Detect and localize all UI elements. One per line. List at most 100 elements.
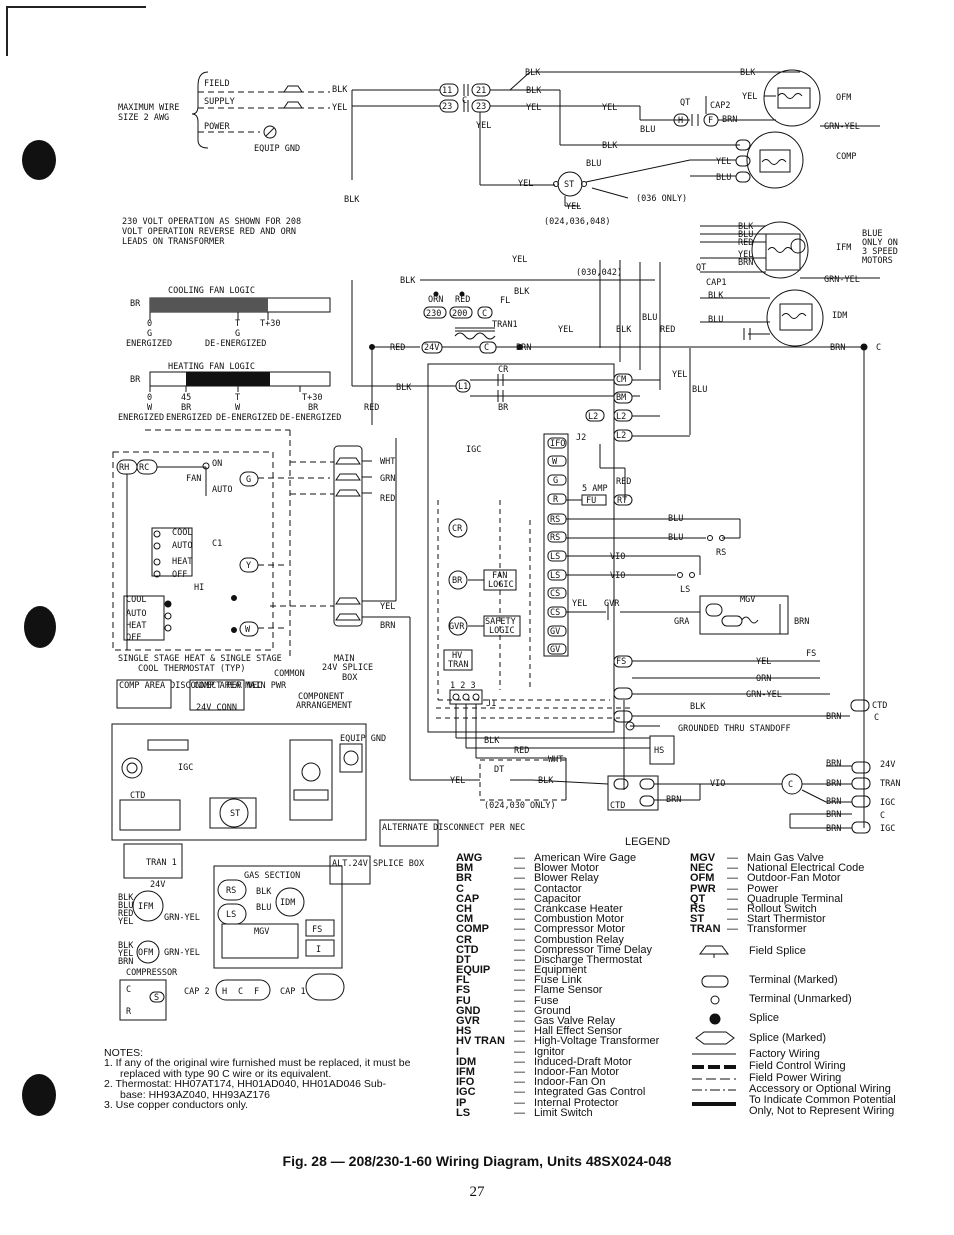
idm-arrangement: IDM xyxy=(280,898,295,908)
legend-description: Outdoor-Fan Motor xyxy=(747,872,841,885)
wire-label: GRN-YEL xyxy=(746,690,782,700)
legend-description: Ground xyxy=(534,1004,571,1017)
wire-label: YEL xyxy=(756,657,771,667)
legend-description: Blower Motor xyxy=(534,862,599,875)
legend-row: LS—Limit Switch xyxy=(456,1106,659,1119)
binder-hole-top xyxy=(22,140,56,180)
wire-label: YEL xyxy=(738,250,753,260)
legend-splice-marked: Splice (Marked) xyxy=(749,1032,827,1044)
legend-terminal-unmarked: Terminal (Unmarked) xyxy=(749,993,852,1005)
fan-logic-signal: W xyxy=(147,403,153,413)
legend-abbreviation: EQUIP xyxy=(456,964,491,977)
legend-row: IGC—Integrated Gas Control xyxy=(456,1086,659,1099)
legend-row: TRAN—Transformer xyxy=(690,924,864,935)
fan-logic-br: BR xyxy=(130,375,141,385)
tran1-label: TRAN1 xyxy=(492,320,518,330)
wire-label: BRN xyxy=(380,621,395,631)
wire-label: BLU xyxy=(640,125,655,135)
wire-label: RED xyxy=(364,403,379,413)
wire-label: YEL xyxy=(566,202,581,212)
legend-dash: — xyxy=(514,974,525,987)
legend-row: BR—Blower Relay xyxy=(456,872,659,885)
wire-label: BLK xyxy=(484,736,500,746)
legend-dash: — xyxy=(514,872,525,885)
legend-abbreviation: GND xyxy=(456,1004,481,1017)
terminal-label: 21 xyxy=(476,86,486,96)
legend-description: Combustion Relay xyxy=(534,933,624,946)
legend-dash: — xyxy=(514,1086,525,1099)
wire-label: RED xyxy=(514,746,529,756)
legend-abbreviation: OFM xyxy=(690,872,715,885)
thermostat-terminal: G xyxy=(246,475,251,485)
wire-label: VIO xyxy=(610,552,625,562)
wire-label: BRN xyxy=(826,779,841,789)
thermostat-label: ON xyxy=(212,459,222,469)
legend-abbreviation: RS xyxy=(690,902,706,915)
thermostat-caption: COOL THERMOSTAT (TYP) xyxy=(138,664,245,674)
model-note: (024,036,048) xyxy=(544,217,611,227)
legend-abbreviation: FU xyxy=(456,994,471,1007)
wire-label: BRN xyxy=(830,343,845,353)
legend-abbreviation: C xyxy=(456,882,464,895)
fan-logic-state: DE-ENERGIZED xyxy=(280,413,341,423)
rs-label: RS xyxy=(716,548,726,558)
legend-dash: — xyxy=(514,902,525,915)
comp-terminal: R xyxy=(126,1007,132,1017)
rs-arrangement: RS xyxy=(226,886,236,896)
safety-logic-box: SAFETY xyxy=(485,617,516,627)
terminal-label: L2 xyxy=(616,412,626,422)
cap1-label: CAP1 xyxy=(706,278,726,288)
wire-label: BRN xyxy=(826,810,841,820)
wire-label: BLK xyxy=(525,68,541,78)
wire-label: BLK xyxy=(616,325,632,335)
fan-logic-tick: T+30 xyxy=(302,393,322,403)
wire-label: YEL xyxy=(716,157,731,167)
wire-label: BRN xyxy=(826,797,841,807)
thermostat-label: AUTO xyxy=(126,609,146,619)
legend-description: Integrated Gas Control xyxy=(534,1086,646,1099)
wire-label: BLK xyxy=(118,893,134,903)
dt-label: DT xyxy=(494,765,504,775)
fan-logic-signal: BR xyxy=(181,403,192,413)
legend-abbreviation: BR xyxy=(456,872,472,885)
legend-abbreviation: PWR xyxy=(690,882,716,895)
legend-dash: — xyxy=(514,1106,525,1119)
model-note: (036 ONLY) xyxy=(636,194,687,204)
gas-section-label: GAS SECTION xyxy=(244,871,300,881)
legend-factory-wiring: Factory Wiring xyxy=(749,1048,820,1060)
legend-abbreviation: ST xyxy=(690,913,705,926)
wire-label: BLK xyxy=(738,222,754,232)
qt-label: QT xyxy=(696,263,706,273)
terminal-label: C xyxy=(874,713,879,723)
thermostat-label: COOL xyxy=(172,528,192,538)
legend-abbreviation: GVR xyxy=(456,1015,480,1027)
legend-description: American Wire Gage xyxy=(534,852,637,864)
legend-abbreviation: HS xyxy=(456,1025,472,1038)
j2-pin: CS xyxy=(550,589,560,599)
rt-label: RT xyxy=(617,496,627,506)
legend-abbreviation: FS xyxy=(456,984,471,997)
fan-logic-box: LOGIC xyxy=(488,580,514,590)
comp-area-main: COMP AREA MAIN PWR xyxy=(194,681,287,691)
wire-label: BLU xyxy=(118,901,133,911)
fan-logic-tick: 0 xyxy=(147,319,152,329)
terminal-label: L1 xyxy=(458,382,468,392)
ctd-arrangement-label: CTD xyxy=(130,791,145,801)
fan-logic-tick: T xyxy=(235,393,240,403)
blue-only-note: BLUE xyxy=(862,229,882,239)
model-note: (030,042) xyxy=(576,268,622,278)
wire-label: BLU xyxy=(668,514,683,524)
comp-terminal: S xyxy=(154,993,159,1003)
wire-label: GRN-YEL xyxy=(164,948,200,958)
blue-only-note: MOTORS xyxy=(862,256,893,266)
legend-accessory-wiring: Accessory or Optional Wiring xyxy=(749,1083,891,1095)
safety-logic-box: LOGIC xyxy=(489,626,515,636)
terminal-label: C xyxy=(876,343,881,353)
legend-abbreviation: AWG xyxy=(456,852,483,864)
legend-row: CTD—Compressor Time Delay xyxy=(456,944,659,955)
legend-row: ST—Start Thermistor xyxy=(690,913,864,926)
cap1-arrangement: CAP 1 xyxy=(280,987,306,997)
legend-row: CM—Combustion Motor xyxy=(456,914,659,925)
note-line: base: HH93AZ040, HH93AZ176 xyxy=(120,1088,270,1101)
